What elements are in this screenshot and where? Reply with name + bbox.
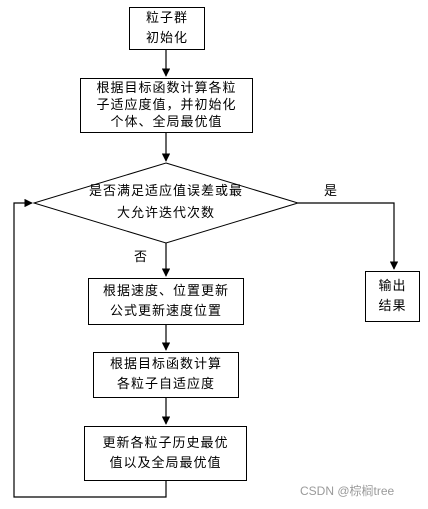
node-decision-line2: 大允许迭代次数 [116,206,215,221]
node-update-best-line1: 更新各粒子历史最优 [102,435,229,451]
node-calc-self-fitness-line1: 根据目标函数计算 [109,357,222,372]
node-calc-fitness-line3: 个体、全局最优值 [110,115,223,130]
node-update-best: 更新各粒子历史最优 值以及全局最优值 [84,426,247,481]
node-output-line1: 输出 [378,278,407,294]
node-calc-fitness-line2: 子适应度值，并初始化 [96,98,237,113]
arrow-loop-back [13,198,167,498]
node-update-velocity-line1: 根据速度、位置更新 [102,283,229,299]
node-output: 输出 结果 [365,271,420,322]
arrow-decision-to-output [298,202,399,270]
node-init: 粒子群 初始化 [129,7,205,50]
node-calc-fitness: 根据目标函数计算各粒 子适应度值，并初始化 个体、全局最优值 [80,78,253,133]
node-calc-fitness-line1: 根据目标函数计算各粒 [96,81,237,96]
node-init-line1: 粒子群 [145,10,188,26]
edge-label-yes: 是 [324,184,338,199]
node-decision-line1: 是否满足适应值误差或最 [88,184,243,199]
watermark: CSDN @棕榈tree [300,484,395,498]
node-calc-self-fitness: 根据目标函数计算 各粒子自适应度 [93,352,239,398]
node-update-velocity-line2: 公式更新速度位置 [109,303,222,319]
node-init-line2: 初始化 [145,30,188,46]
node-update-velocity: 根据速度、位置更新 公式更新速度位置 [88,278,244,325]
node-output-line2: 结果 [378,298,407,314]
node-decision: 是否满足适应值误差或最 大允许迭代次数 [64,180,268,226]
node-update-best-line2: 值以及全局最优值 [109,455,222,471]
node-calc-self-fitness-line2: 各粒子自适应度 [116,377,215,392]
edge-label-no: 否 [134,250,148,265]
